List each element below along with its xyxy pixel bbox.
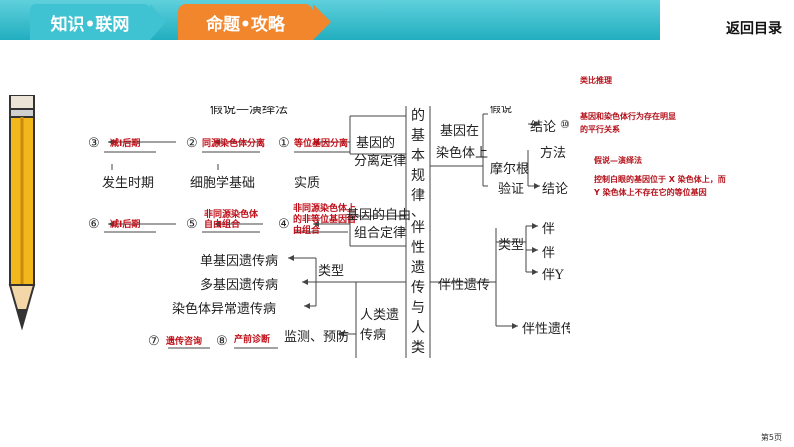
chevron-right-icon — [313, 4, 331, 40]
concept-map: 假说—演绎法 ③ 减Ⅰ后期 ② 同源染色体分离 ① 等位基因分离 基因的 分离定… — [88, 106, 570, 358]
circle-3: ③ — [88, 136, 100, 151]
circle-2: ② — [186, 136, 198, 151]
circle-10: ⑩ — [560, 118, 570, 131]
header-bar: 知识•联网 命题•攻略 返回目录 — [0, 0, 794, 40]
cut-label-hypothesis: 假说—演绎法 — [210, 106, 289, 117]
cut-label-hypothesis-right: 假说 — [490, 106, 512, 115]
label-moer: 摩尔根 — [490, 162, 530, 177]
center-title-dash: 、 — [411, 204, 425, 220]
answer-6: 减Ⅰ后期 — [110, 220, 141, 230]
label-leixing-left: 类型 — [318, 264, 345, 279]
answer-2: 同源染色体分离 — [202, 139, 266, 149]
label-jielun-2: 结论 — [542, 182, 569, 197]
label-fangfa: 方法 — [540, 146, 567, 161]
answer-5: 非同源染色体自由组合 — [204, 210, 259, 230]
ziyou-law: 组合定律 — [354, 226, 407, 241]
label-ban-4: 伴性遗传 — [522, 322, 570, 337]
label-duo: 多基因遗传病 — [200, 278, 279, 293]
answer-4: 非同源染色体上的非等位基因自由组合 — [293, 204, 357, 236]
label-ban-3: 伴Y — [542, 268, 564, 283]
circle-4: ④ — [278, 217, 290, 232]
circle-6: ⑥ — [88, 217, 100, 232]
ziyou-jiyin: 基因的自由 — [346, 208, 412, 223]
label-ban-1: 伴 — [542, 222, 556, 237]
chevron-right-icon — [150, 4, 166, 40]
label-yanzheng: 验证 — [498, 182, 525, 197]
center-title-part2: 伴性遗传与人类遗传 — [411, 220, 425, 356]
answer-1: 等位基因分离 — [294, 139, 349, 149]
tab-knowledge-label: 知识•联网 — [50, 14, 130, 35]
tab-knowledge[interactable]: 知识•联网 — [30, 4, 166, 40]
fenli-jiyin: 基因的 — [356, 136, 396, 151]
note-kongzhi-1: 控制白眼的基因位于 X 染色体上，而 — [594, 175, 726, 184]
label-ban-2: 伴 — [542, 246, 556, 261]
note-kongzhi-2: Y 染色体上不存在它的等位基因 — [594, 188, 707, 197]
label-xibao: 细胞学基础 — [190, 176, 256, 191]
center-title-part1: 的基本规律 — [411, 108, 425, 204]
label-chuanbing: 传病 — [360, 328, 387, 343]
label-jiance: 监测、预防 — [284, 330, 350, 345]
label-leixing-right: 类型 — [498, 238, 525, 253]
label-ranse-yichang: 染色体异常遗传病 — [172, 302, 277, 317]
note-jiashuo: 假说—演绎法 — [594, 156, 642, 165]
circle-5: ⑤ — [186, 217, 198, 232]
label-jielun-1: 结论 — [530, 120, 557, 135]
answer-3: 减Ⅰ后期 — [110, 139, 141, 149]
answer-7: 遗传咨询 — [166, 337, 203, 347]
label-fasheng: 发生时期 — [102, 176, 155, 191]
circle-8: ⑧ — [216, 334, 228, 349]
label-jiyin-zai: 基因在 — [440, 124, 480, 139]
note-pingxing-2: 的平行关系 — [580, 125, 620, 134]
fenli-law: 分离定律 — [354, 154, 407, 169]
tab-strategy[interactable]: 命题•攻略 — [178, 4, 331, 40]
label-shizhi: 实质 — [294, 176, 321, 191]
back-to-contents-link[interactable]: 返回目录 — [726, 21, 782, 37]
note-pingxing-1: 基因和染色体行为存在明显 — [580, 112, 676, 121]
answer-8: 产前诊断 — [234, 335, 271, 345]
tab-strategy-label: 命题•攻略 — [206, 14, 285, 35]
label-renlei: 人类遗 — [360, 308, 400, 323]
label-banxing: 伴性遗传 — [438, 278, 491, 293]
circle-1: ① — [278, 136, 290, 151]
pencil-icon — [8, 95, 36, 331]
label-dan: 单基因遗传病 — [200, 254, 279, 269]
page-number: 第5页 — [760, 433, 782, 442]
label-ranse-shang: 染色体上 — [436, 146, 489, 161]
circle-7: ⑦ — [148, 334, 160, 349]
note-leibi: 类比推理 — [580, 76, 612, 85]
concept-map-lines — [104, 106, 540, 358]
